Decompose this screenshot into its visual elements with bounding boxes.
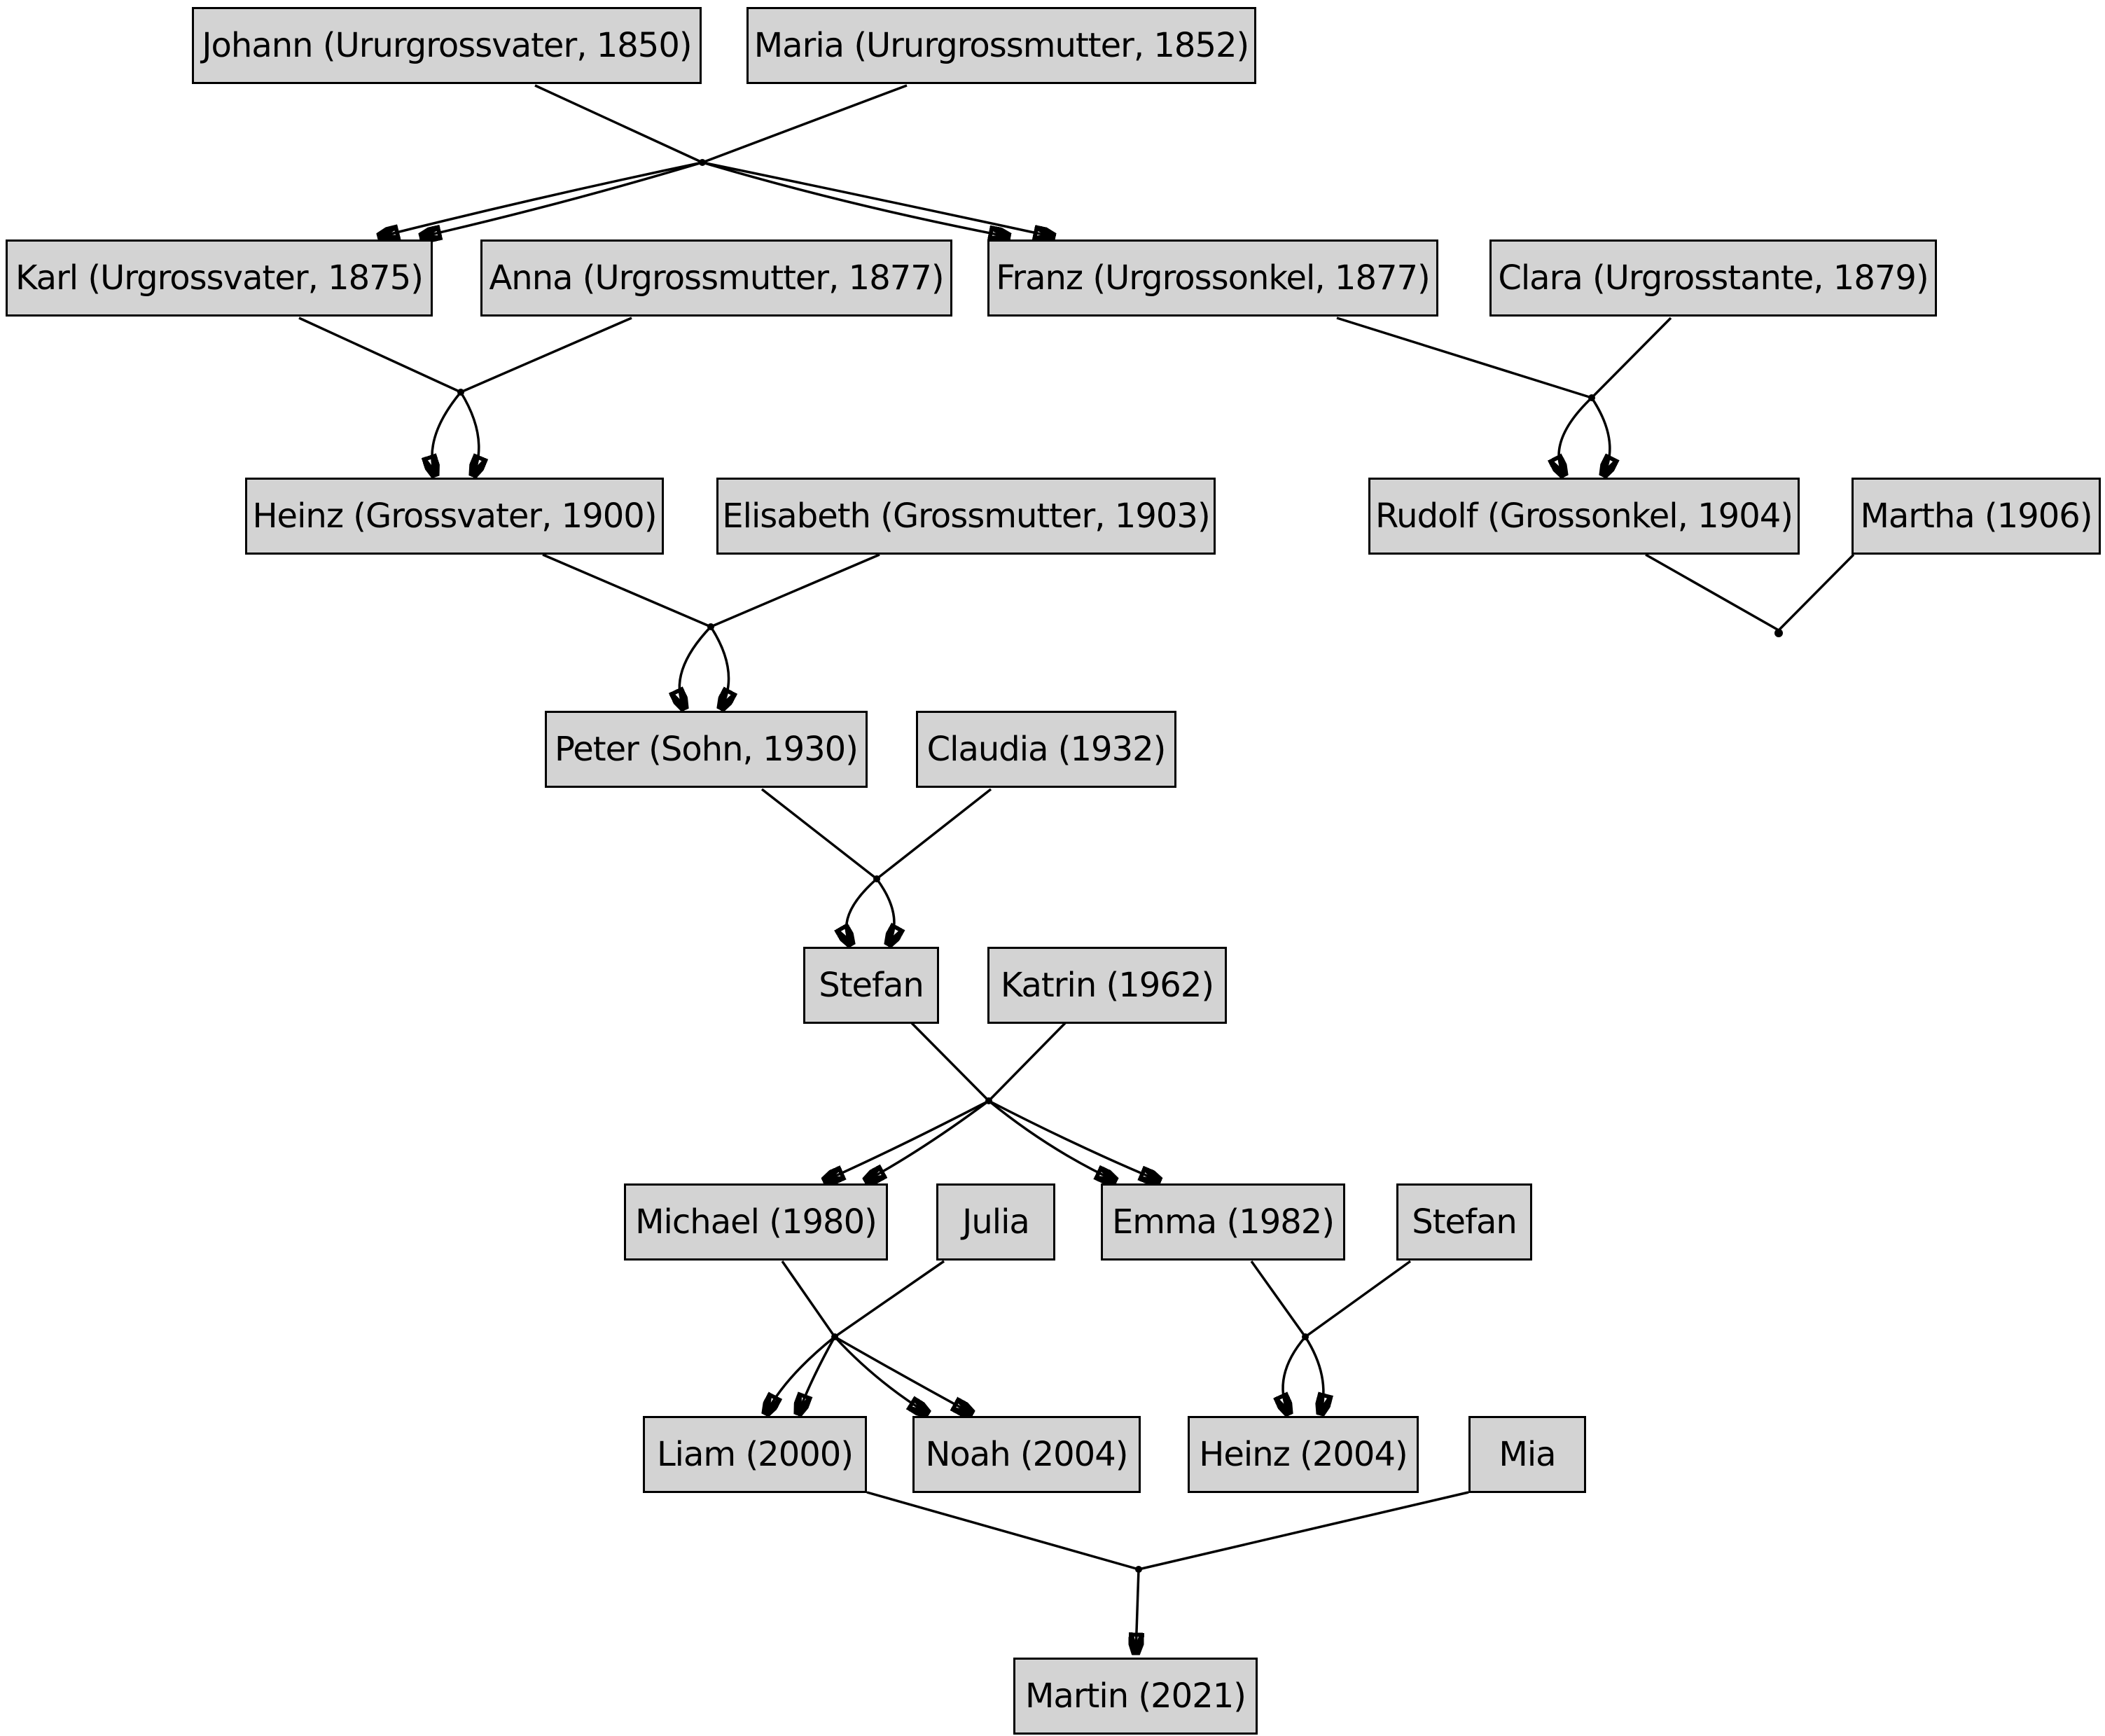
- node-label: Heinz (Grossvater, 1900): [252, 497, 657, 536]
- node-label: Katrin (1962): [1000, 966, 1214, 1005]
- node-label: Johann (Ururgrossvater, 1850): [202, 26, 692, 65]
- node-heinz: Heinz (Grossvater, 1900): [245, 478, 664, 555]
- node-label: Maria (Ururgrossmutter, 1852): [753, 26, 1249, 65]
- node-martin: Martin (2021): [1013, 1658, 1258, 1735]
- node-liam: Liam (2000): [643, 1416, 867, 1493]
- node-peter: Peter (Sohn, 1930): [545, 711, 868, 788]
- node-label: Claudia (1932): [926, 730, 1167, 769]
- node-label: Liam (2000): [656, 1435, 854, 1474]
- node-noah: Noah (2004): [912, 1416, 1141, 1493]
- node-label: Karl (Urgrossvater, 1875): [15, 258, 424, 298]
- node-karl: Karl (Urgrossvater, 1875): [6, 239, 433, 317]
- node-stefan2: Stefan: [1396, 1183, 1532, 1261]
- node-heinz2: Heinz (2004): [1188, 1416, 1419, 1493]
- union-point-dots: [457, 159, 1783, 1573]
- node-label: Martha (1906): [1860, 497, 2092, 536]
- node-label: Peter (Sohn, 1930): [555, 730, 859, 769]
- node-martha: Martha (1906): [1852, 478, 2101, 555]
- parent-union-edges: [298, 84, 1855, 1571]
- node-rudolf: Rudolf (Grossonkel, 1904): [1368, 478, 1800, 555]
- node-stefan: Stefan: [803, 947, 939, 1024]
- node-label: Mia: [1499, 1435, 1556, 1474]
- node-clara: Clara (Urgrosstante, 1879): [1489, 239, 1937, 317]
- node-claudia: Claudia (1932): [916, 711, 1176, 788]
- node-katrin: Katrin (1962): [987, 947, 1227, 1024]
- node-label: Anna (Urgrossmutter, 1877): [489, 258, 944, 298]
- node-label: Emma (1982): [1111, 1202, 1335, 1242]
- node-julia: Julia: [936, 1183, 1055, 1261]
- node-maria: Maria (Ururgrossmutter, 1852): [746, 7, 1256, 84]
- node-label: Rudolf (Grossonkel, 1904): [1375, 497, 1793, 536]
- node-label: Stefan: [1412, 1202, 1517, 1242]
- node-emma: Emma (1982): [1101, 1183, 1345, 1261]
- node-franz: Franz (Urgrossonkel, 1877): [987, 239, 1438, 317]
- node-anna: Anna (Urgrossmutter, 1877): [480, 239, 952, 317]
- node-label: Heinz (2004): [1199, 1435, 1408, 1474]
- node-label: Stefan: [819, 966, 924, 1005]
- node-label: Martin (2021): [1024, 1676, 1246, 1716]
- node-michael: Michael (1980): [624, 1183, 888, 1261]
- node-label: Clara (Urgrosstante, 1879): [1498, 258, 1929, 298]
- node-johann: Johann (Ururgrossvater, 1850): [192, 7, 702, 84]
- node-label: Julia: [962, 1202, 1030, 1242]
- union-child-edges: [380, 161, 1610, 1653]
- node-label: Noah (2004): [925, 1435, 1129, 1474]
- node-elisabeth: Elisabeth (Grossmutter, 1903): [716, 478, 1216, 555]
- node-label: Elisabeth (Grossmutter, 1903): [722, 497, 1210, 536]
- node-mia: Mia: [1468, 1416, 1586, 1493]
- node-label: Michael (1980): [635, 1202, 877, 1242]
- node-label: Franz (Urgrossonkel, 1877): [996, 258, 1431, 298]
